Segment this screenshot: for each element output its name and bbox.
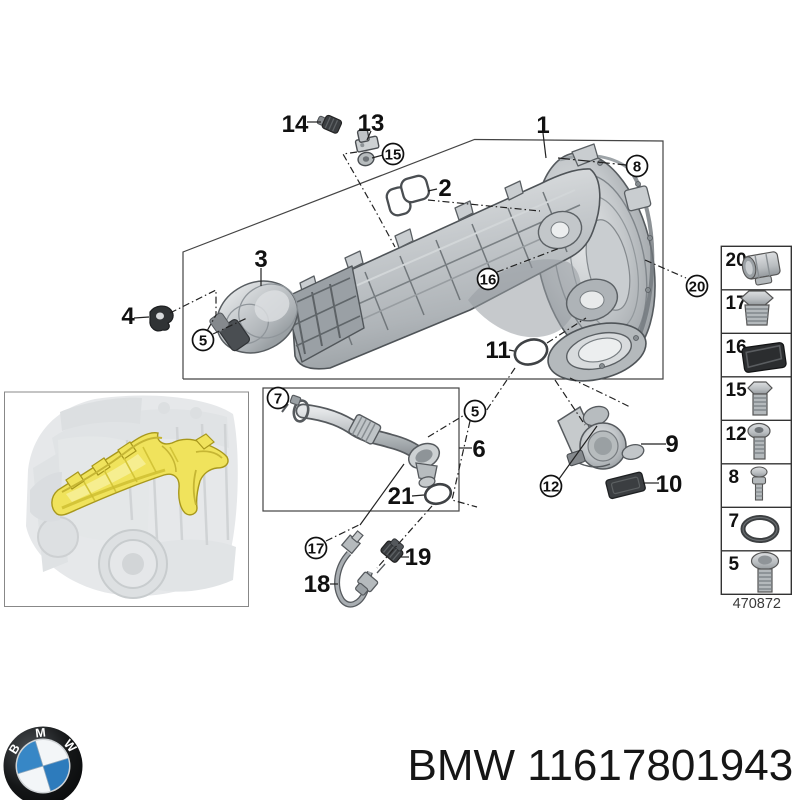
svg-text:5: 5 — [471, 403, 479, 420]
svg-text:1: 1 — [536, 112, 549, 139]
svg-text:11: 11 — [485, 337, 510, 364]
svg-text:8: 8 — [633, 158, 641, 175]
svg-text:17: 17 — [308, 540, 325, 557]
svg-text:8: 8 — [729, 467, 740, 488]
svg-text:4: 4 — [121, 303, 135, 330]
svg-text:14: 14 — [282, 111, 309, 138]
svg-text:3: 3 — [254, 246, 267, 273]
svg-text:12: 12 — [543, 478, 560, 495]
svg-text:16: 16 — [480, 271, 497, 288]
svg-text:15: 15 — [385, 146, 402, 163]
svg-text:7: 7 — [274, 390, 282, 407]
svg-text:13: 13 — [358, 110, 385, 137]
svg-text:5: 5 — [199, 332, 207, 349]
svg-text:M: M — [35, 725, 47, 740]
svg-text:10: 10 — [656, 471, 683, 498]
svg-text:BMW 11617801943: BMW 11617801943 — [408, 741, 794, 790]
svg-text:20: 20 — [689, 278, 706, 295]
svg-text:5: 5 — [729, 554, 740, 575]
svg-text:9: 9 — [665, 431, 678, 458]
svg-text:12: 12 — [726, 424, 747, 445]
svg-text:16: 16 — [726, 337, 747, 358]
svg-text:2: 2 — [438, 175, 451, 202]
svg-text:7: 7 — [729, 511, 740, 532]
svg-text:15: 15 — [726, 380, 748, 401]
svg-text:6: 6 — [472, 436, 485, 463]
svg-text:20: 20 — [726, 250, 747, 271]
svg-text:21: 21 — [388, 483, 415, 510]
svg-text:470872: 470872 — [733, 596, 781, 612]
svg-text:18: 18 — [304, 571, 331, 598]
svg-text:19: 19 — [405, 544, 432, 571]
